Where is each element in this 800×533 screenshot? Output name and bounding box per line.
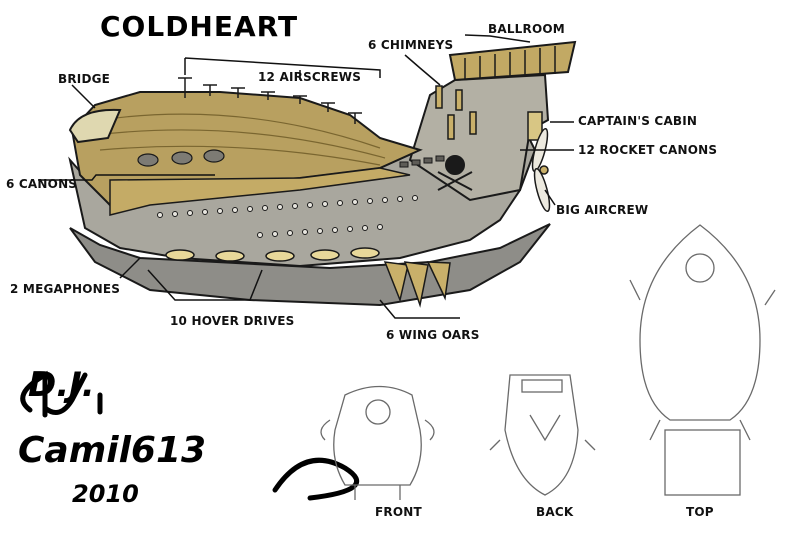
leader-lines xyxy=(38,34,574,319)
big-aircrew-propeller xyxy=(531,127,551,213)
label-rocket-canons: 12 ROCKET CANONS xyxy=(578,143,718,157)
label-wing-oars: 6 WING OARS xyxy=(386,328,480,342)
signature-scribble xyxy=(20,370,360,501)
label-bridge: BRIDGE xyxy=(58,72,111,86)
chimneys xyxy=(435,85,477,140)
top-view-sketch xyxy=(629,224,776,496)
back-view-sketch xyxy=(489,374,596,496)
label-megaphones: 2 MEGAPHONES xyxy=(10,282,121,296)
label-airscrews: 12 AIRSCREWS xyxy=(258,70,362,84)
caption-top: TOP xyxy=(686,505,714,519)
label-big-aircrew: BIG AIRCREW xyxy=(556,203,649,217)
airscrews xyxy=(178,77,362,124)
label-captains-cabin: CAPTAIN'S CABIN xyxy=(578,114,698,128)
hover-drives xyxy=(165,247,380,262)
label-canons: 6 CANONS xyxy=(6,177,78,191)
caption-back: BACK xyxy=(536,505,574,519)
front-view-sketch xyxy=(320,385,435,500)
bridge-dome xyxy=(68,108,122,144)
wing-oars xyxy=(383,261,451,308)
signature-year: 2010 xyxy=(72,480,139,508)
captains-cabin-window xyxy=(527,111,543,141)
ballroom-deck xyxy=(448,40,577,82)
rocket-canons xyxy=(399,155,445,168)
canons xyxy=(137,149,225,167)
caption-front: FRONT xyxy=(375,505,422,519)
page-title: COLDHEART xyxy=(100,10,299,43)
label-hover-drives: 10 HOVER DRIVES xyxy=(170,314,295,328)
skull-crossbones-icon xyxy=(437,155,473,191)
label-chimneys: 6 CHIMNEYS xyxy=(368,38,454,52)
label-ballroom: BALLROOM xyxy=(488,22,565,36)
signature-initials: D.J. xyxy=(28,365,95,405)
gold-side-band xyxy=(109,167,411,216)
signature-name: Camil613 xyxy=(18,430,207,471)
